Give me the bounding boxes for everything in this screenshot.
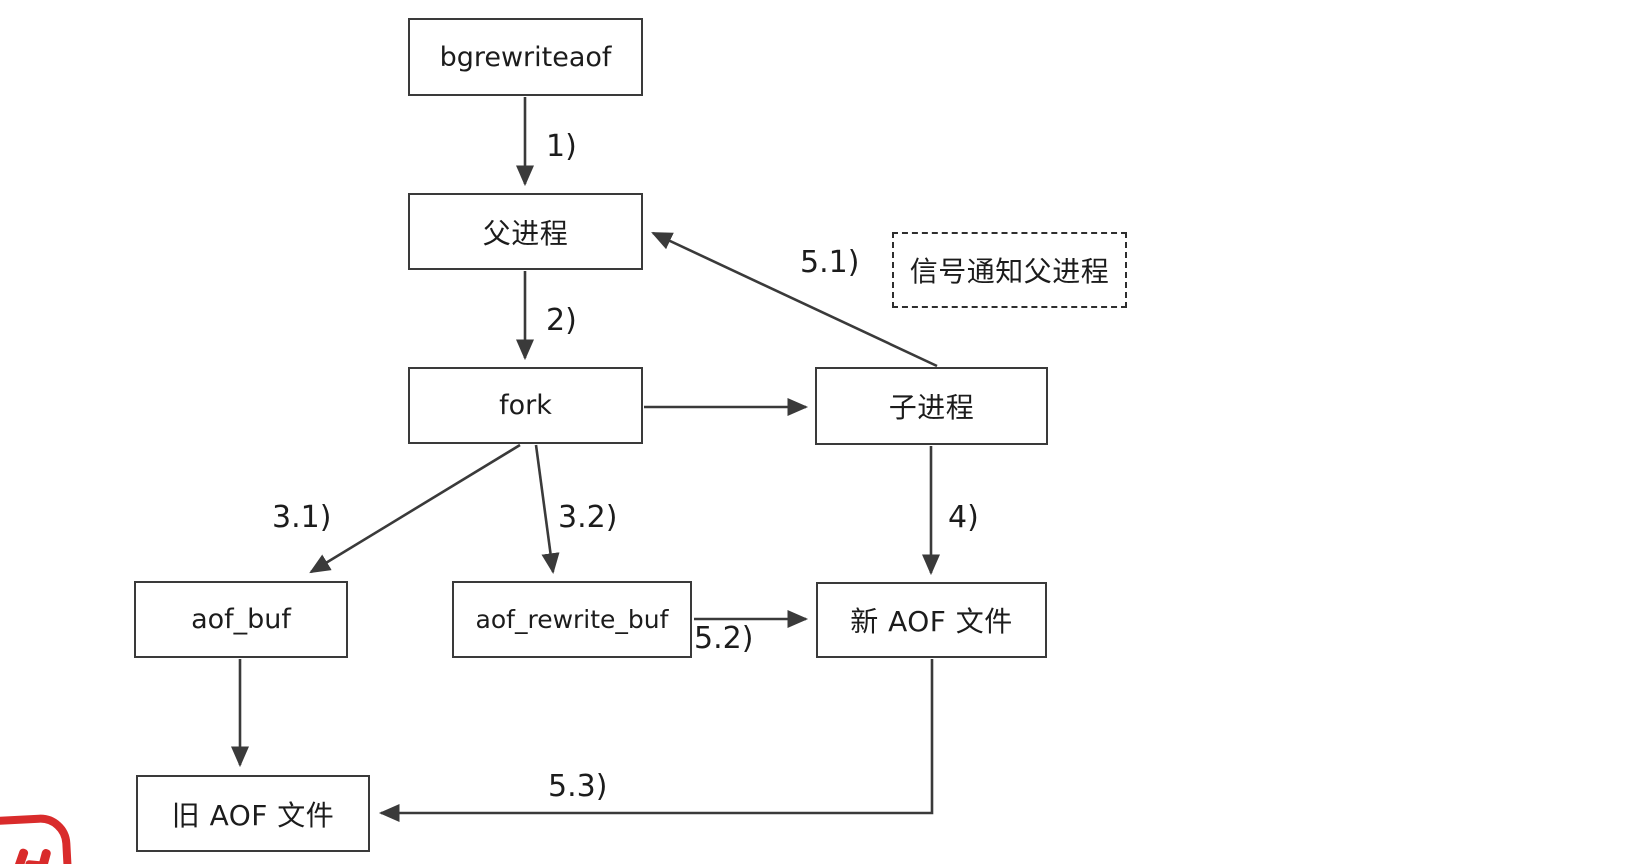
node-bgrewriteaof: bgrewriteaof xyxy=(408,18,643,96)
edge-label-step5-1: 5.1) xyxy=(800,245,860,280)
edge-step3-1-fork-to-aofbuf xyxy=(309,443,521,574)
node-fork: fork xyxy=(408,367,643,444)
edge-step5-3-newaof-to-oldaof xyxy=(378,659,934,823)
node-child-process: 子进程 xyxy=(815,367,1048,445)
edge-label-step1: 1) xyxy=(546,129,577,164)
node-new-aof-file: 新 AOF 文件 xyxy=(816,582,1047,658)
node-signal-notify-annotation: 信号通知父进程 xyxy=(892,232,1127,308)
edge-label-step5-3: 5.3) xyxy=(548,769,608,804)
node-aof-buf: aof_buf xyxy=(134,581,348,658)
node-aof-rewrite-buf: aof_rewrite_buf xyxy=(452,581,692,658)
edge-label-step3-2: 3.2) xyxy=(558,500,618,535)
node-parent-process: 父进程 xyxy=(408,193,643,270)
node-old-aof-file: 旧 AOF 文件 xyxy=(136,775,370,852)
edge-label-step5-2: 5.2) xyxy=(694,621,754,656)
edge-label-step4: 4) xyxy=(948,500,979,535)
edge-label-step2: 2) xyxy=(546,303,577,338)
edge-step5-1-child-to-parent xyxy=(651,231,938,368)
edge-step3-2-fork-to-aofrewritebuf xyxy=(534,444,560,575)
edge-label-step3-1: 3.1) xyxy=(272,500,332,535)
